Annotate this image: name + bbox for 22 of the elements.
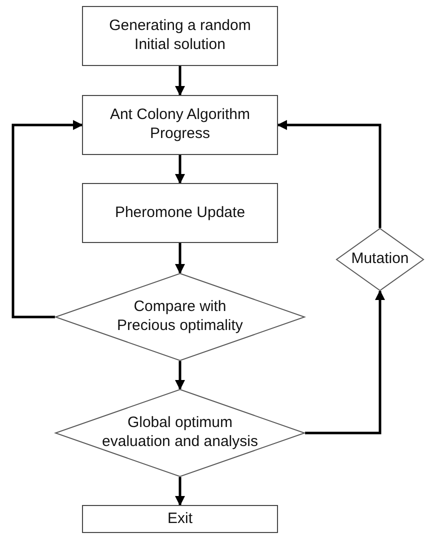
arrow [175,477,185,506]
arrow [175,243,185,274]
process-box [82,6,278,66]
process-box [82,183,278,243]
arrow [277,120,382,228]
node-label: Pheromone Update [114,204,246,222]
arrow [175,361,185,390]
node-label: Mutation [351,250,409,269]
node-label: Ant Colony Algorithm Progress [108,106,252,144]
arrow [175,155,185,184]
decision-diamond [55,273,305,361]
arrow [175,66,185,96]
node-label: Generating a random Initial solution [108,17,252,55]
arrow [305,290,385,434]
node-label: Exit [167,510,192,528]
node-label: Compare with Precious optimality [116,298,244,336]
decision-diamond [336,228,424,291]
node-label: Global optimum evaluation and analysis [101,414,259,452]
arrow [12,120,83,318]
process-box [82,95,278,155]
process-box [82,505,278,533]
decision-diamond [55,389,305,477]
